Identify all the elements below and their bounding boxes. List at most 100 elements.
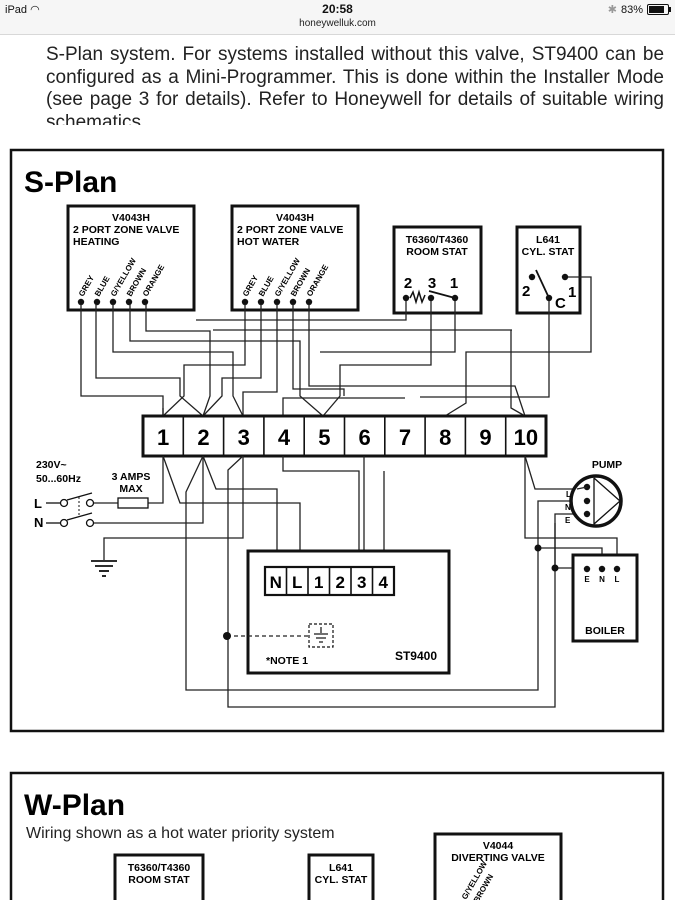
pump-terminal-e: E bbox=[565, 516, 571, 525]
valve-hot-water-type: 2 PORT ZONE VALVE bbox=[237, 224, 343, 236]
battery-fill bbox=[649, 6, 664, 13]
wire-color-label: BROWN bbox=[289, 266, 312, 298]
wire-color-label: G/YELLOW bbox=[273, 256, 302, 298]
wire-term1-fuse bbox=[148, 456, 164, 504]
wire-terminal-dot bbox=[241, 298, 249, 306]
address-bar[interactable]: honeywelluk.com bbox=[299, 18, 376, 29]
wire-to-10 bbox=[510, 330, 526, 417]
room-stat-terminal-3: 3 bbox=[428, 275, 436, 292]
wire-term3-ground bbox=[103, 456, 244, 560]
wire-terminal-dot bbox=[305, 298, 313, 306]
pump-icon bbox=[569, 474, 623, 528]
wire-color-label: BROWN bbox=[125, 266, 148, 298]
cyl-stat-dot-2 bbox=[528, 273, 536, 281]
wire-terminal-dot bbox=[125, 298, 133, 306]
valve-heating-label: HEATING bbox=[73, 236, 119, 248]
switch-terminal-icon bbox=[59, 518, 69, 528]
controller-note: *NOTE 1 bbox=[266, 655, 308, 667]
wire-terminal-dot bbox=[289, 298, 297, 306]
boiler-label: BOILER bbox=[585, 625, 625, 637]
status-bar: iPad ◠ 20:58 honeywelluk.com ✱ 83% bbox=[0, 0, 675, 35]
wire-terminal-dot bbox=[77, 298, 85, 306]
wplan-valve-model: V4044 bbox=[483, 840, 514, 852]
wire-hw-brown bbox=[292, 304, 345, 396]
cyl-stat: L641 CYL. STAT 2 C 1 bbox=[515, 225, 582, 315]
wire-heating-orange bbox=[145, 304, 211, 417]
terminal-2: 2 bbox=[197, 425, 209, 450]
wire-terminal-dot bbox=[109, 298, 117, 306]
cyl-stat-dot-c bbox=[545, 294, 553, 302]
earth-terminal-icon bbox=[308, 623, 334, 648]
wifi-icon: ◠ bbox=[30, 4, 40, 16]
wire-term3-earth-bus bbox=[227, 455, 556, 708]
intro-partial-line: S-Plan system. For systems installed wit… bbox=[46, 44, 599, 65]
boiler-terminal-e: E bbox=[584, 575, 590, 584]
wplan-valve-label: DIVERTING VALVE bbox=[451, 852, 545, 864]
room-stat-dot-2 bbox=[402, 294, 410, 302]
wire-color-label: GREY bbox=[241, 273, 260, 298]
wire-roomstat-3 bbox=[322, 301, 432, 417]
junction-earth bbox=[551, 564, 559, 572]
junction-neutral bbox=[534, 544, 542, 552]
wire-term10-boiler-l bbox=[524, 456, 618, 568]
wire-color-label: ORANGE bbox=[141, 263, 167, 298]
neutral-label: N bbox=[34, 515, 43, 530]
wire-roomstat-2 bbox=[196, 301, 407, 321]
supply-voltage: 230V~ bbox=[36, 459, 67, 471]
wire-term10-pump-l bbox=[524, 455, 577, 490]
controller-box bbox=[246, 549, 451, 675]
wplan-room-stat-model: T6360/T4360 bbox=[128, 862, 191, 874]
terminal-3: 3 bbox=[238, 425, 250, 450]
room-stat-box bbox=[392, 225, 483, 315]
wire-to-4 bbox=[282, 397, 405, 416]
wire-terminal-dot bbox=[257, 298, 265, 306]
fuse-max: MAX bbox=[119, 483, 142, 495]
wire-hw-orange bbox=[308, 304, 526, 417]
controller-terminal-2: 2 bbox=[336, 573, 345, 592]
wire-color-label: BLUE bbox=[93, 274, 112, 298]
wplan-room-stat-label: ROOM STAT bbox=[128, 874, 190, 886]
controller-terminal-3: 3 bbox=[357, 573, 366, 592]
wire-term2-neutral-bus bbox=[185, 455, 539, 691]
wplan-wire-gyellow: G/YELLOW bbox=[460, 859, 489, 900]
device-indicator: iPad ◠ bbox=[5, 3, 40, 16]
supply-frequency: 50...60Hz bbox=[36, 473, 81, 485]
terminal-7: 7 bbox=[399, 425, 411, 450]
wire-heating-brown bbox=[129, 304, 324, 417]
terminal-10: 10 bbox=[514, 425, 538, 450]
terminal-9: 9 bbox=[479, 425, 491, 450]
wire-color-label: GREY bbox=[77, 273, 96, 298]
cyl-stat-terminal-1: 1 bbox=[568, 284, 576, 301]
room-stat: T6360/T4360 ROOM STAT 2 3 1 bbox=[392, 225, 483, 315]
wire-term2-neutral bbox=[90, 456, 204, 524]
room-stat-terminal-2: 2 bbox=[404, 275, 412, 292]
intro-paragraph: S-Plan system. For systems installed wit… bbox=[46, 35, 664, 125]
terminal-8: 8 bbox=[439, 425, 451, 450]
terminal-6: 6 bbox=[359, 425, 371, 450]
pump-label: PUMP bbox=[592, 459, 622, 471]
wire-hw-blue bbox=[202, 304, 262, 417]
cyl-stat-model: L641 bbox=[536, 234, 560, 246]
controller-terminal-block bbox=[263, 565, 396, 597]
room-stat-terminal-1: 1 bbox=[450, 275, 458, 292]
wplan-frame bbox=[9, 771, 665, 900]
wire-color-label: BLUE bbox=[257, 274, 276, 298]
wire-hw-gyellow bbox=[242, 304, 278, 416]
wire-color-label: ORANGE bbox=[305, 263, 331, 298]
terminal-5: 5 bbox=[318, 425, 330, 450]
valve-hot-water: V4043H 2 PORT ZONE VALVE HOT WATER GREYB… bbox=[230, 204, 360, 312]
junction-earth-controller bbox=[223, 632, 231, 640]
controller-terminal-1: 1 bbox=[314, 573, 323, 592]
cyl-stat-label: CYL. STAT bbox=[522, 246, 575, 258]
wiring bbox=[80, 276, 592, 417]
mains-supply: 230V~ 50...60Hz 3 AMPS MAX L N bbox=[34, 459, 150, 577]
wire-term1-controller-l bbox=[162, 455, 301, 551]
wplan-subtitle: Wiring shown as a hot water priority sys… bbox=[26, 825, 335, 842]
wire-heating-grey bbox=[80, 304, 164, 416]
controller-model: ST9400 bbox=[395, 649, 437, 663]
wire-term4-controller-3 bbox=[282, 456, 360, 551]
controller-terminal-L: L bbox=[292, 573, 302, 592]
wire-terminal-dot bbox=[273, 298, 281, 306]
